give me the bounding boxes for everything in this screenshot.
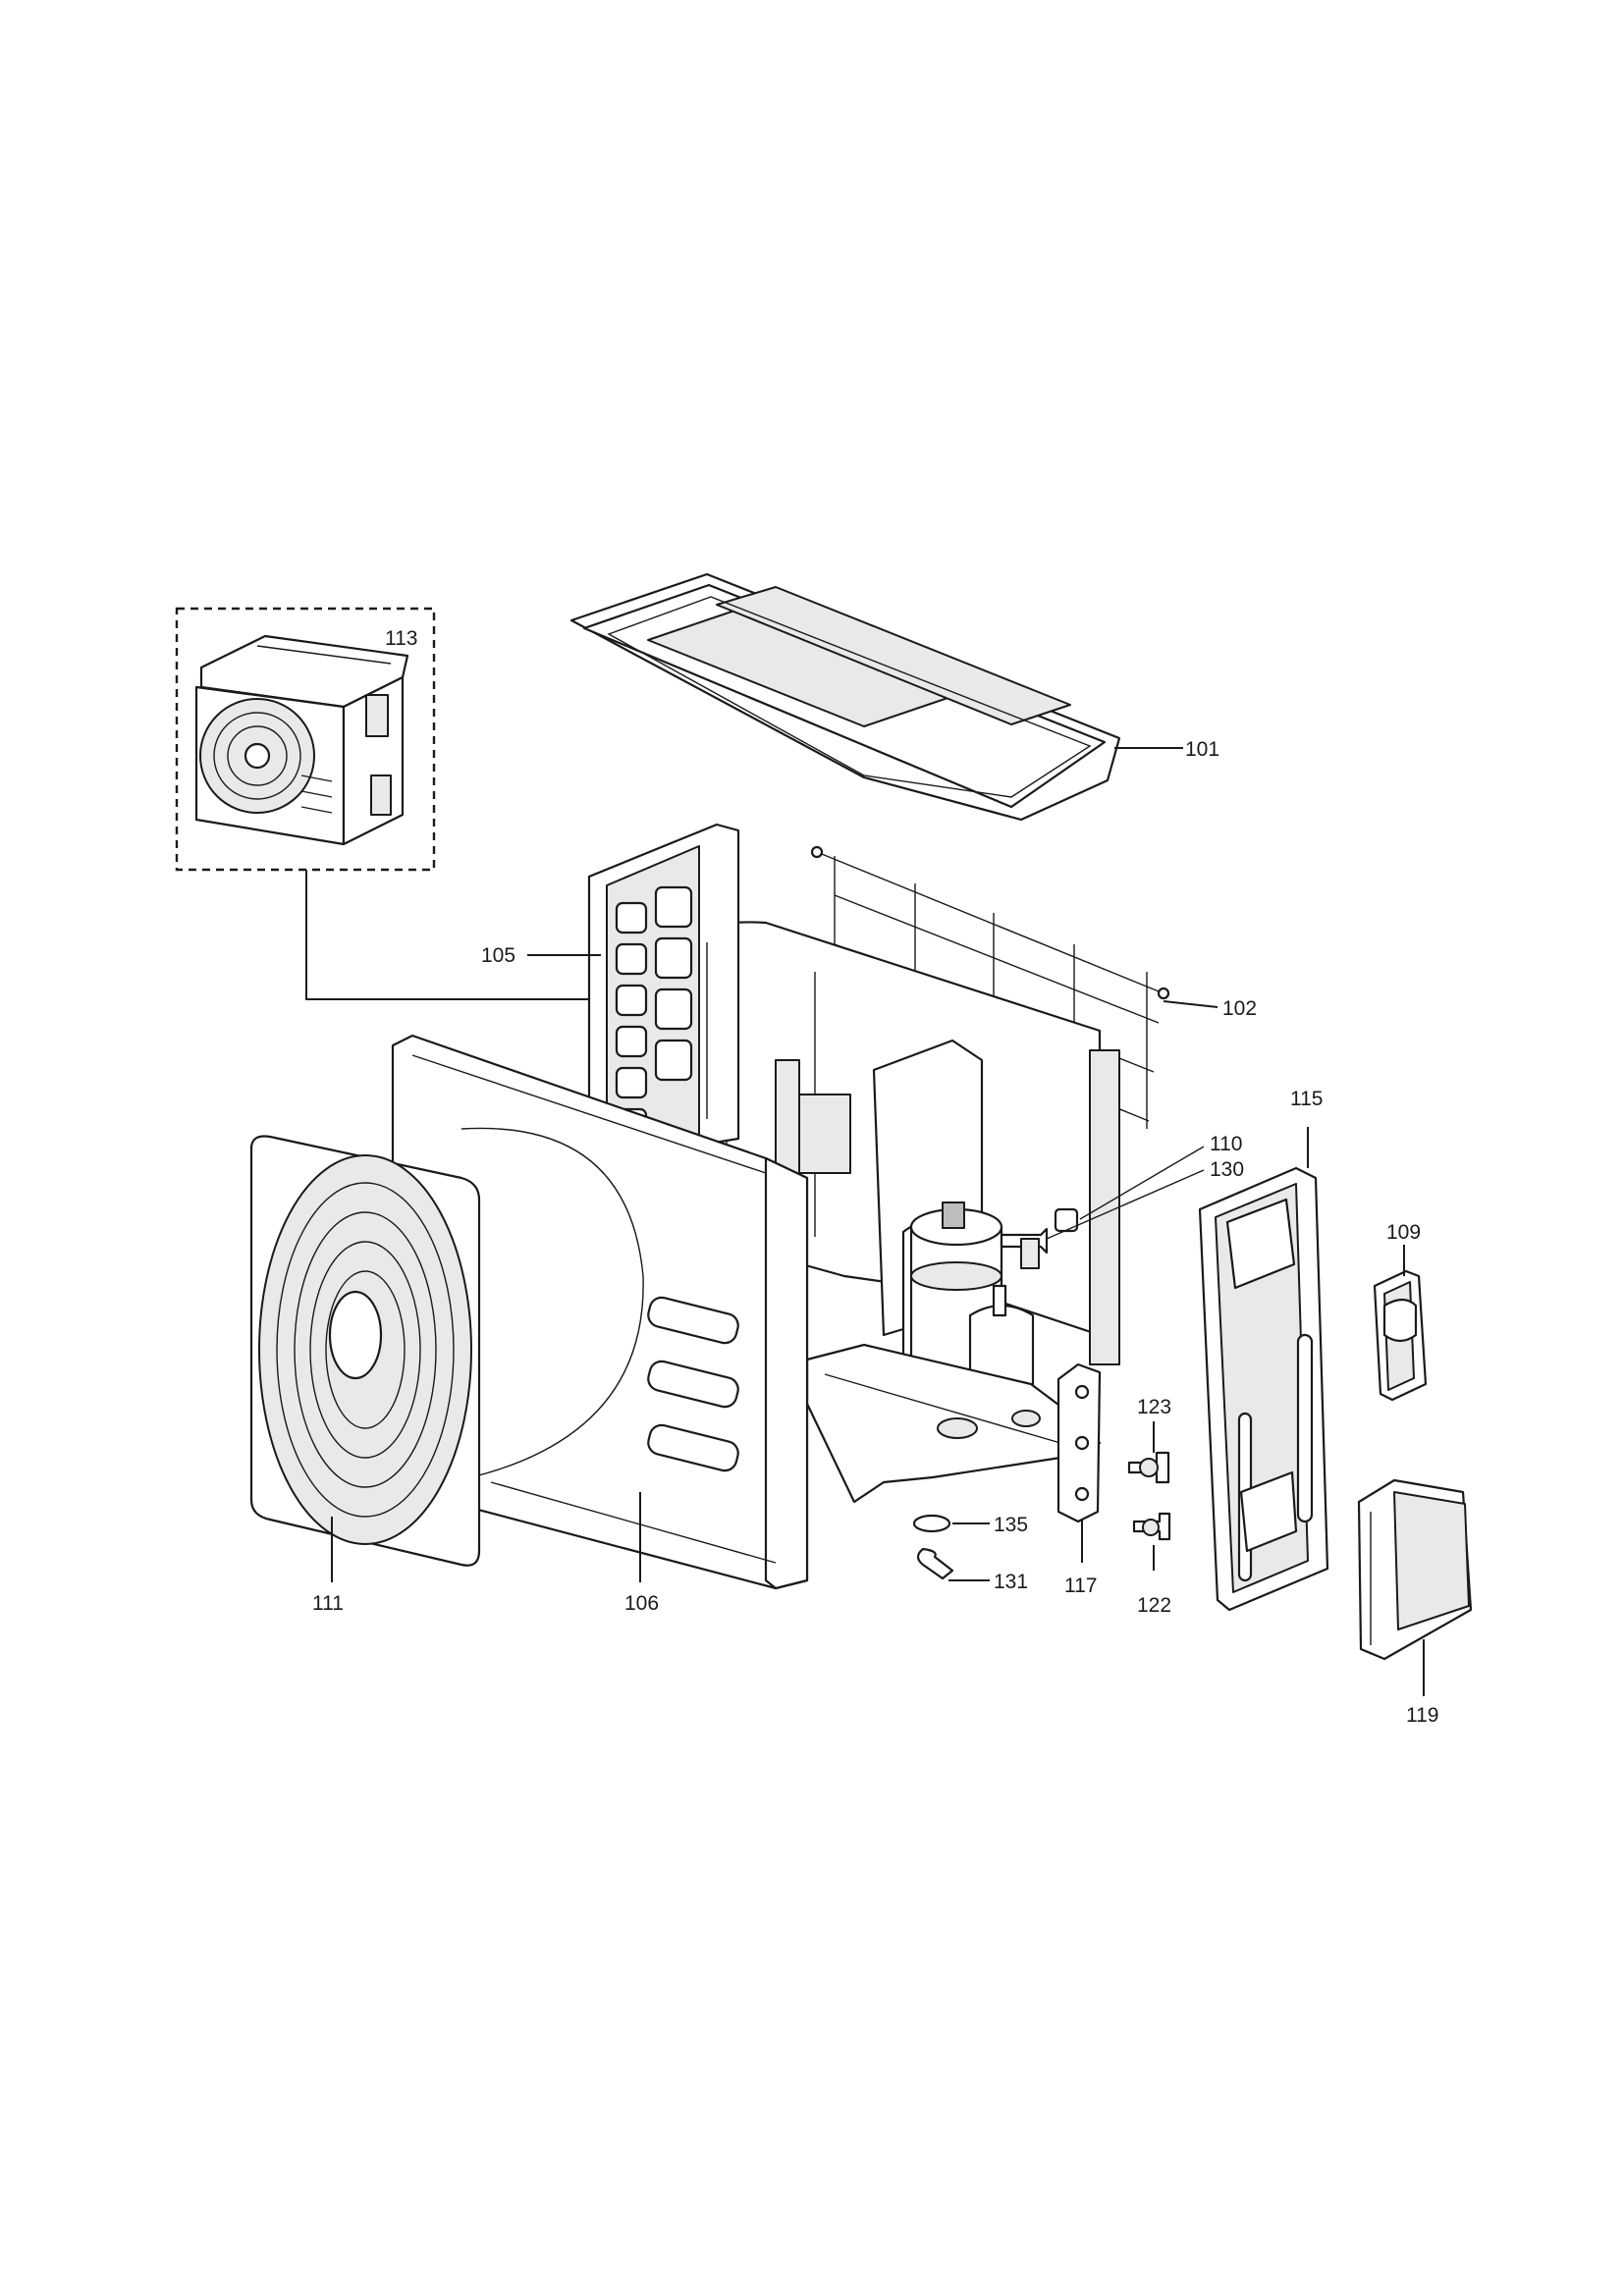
callout-111: 111 bbox=[312, 1592, 344, 1615]
service-valves bbox=[1000, 1207, 1079, 1269]
compressor-bay bbox=[775, 1039, 1102, 1504]
callout-123: 123 bbox=[1137, 1396, 1171, 1418]
assembled-unit-inset bbox=[175, 607, 436, 872]
callout-105: 105 bbox=[481, 944, 515, 967]
callout-122: 122 bbox=[1137, 1594, 1171, 1617]
callout-117: 117 bbox=[1064, 1575, 1097, 1597]
callout-113: 113 bbox=[385, 627, 417, 650]
callout-130: 130 bbox=[1210, 1158, 1244, 1181]
valve-support-bracket bbox=[1056, 1362, 1102, 1523]
callout-101: 101 bbox=[1185, 738, 1219, 761]
callout-110: 110 bbox=[1210, 1133, 1242, 1155]
valve-fittings bbox=[1127, 1451, 1171, 1541]
callout-135: 135 bbox=[994, 1514, 1028, 1536]
callout-115: 115 bbox=[1290, 1088, 1323, 1110]
drain-parts bbox=[912, 1514, 954, 1580]
callout-106: 106 bbox=[624, 1592, 659, 1615]
callout-119: 119 bbox=[1406, 1704, 1438, 1727]
top-cover bbox=[569, 572, 1121, 822]
callout-102: 102 bbox=[1222, 997, 1257, 1020]
valve-cover bbox=[1373, 1269, 1428, 1402]
leader-lines bbox=[331, 747, 1425, 1696]
callout-109: 109 bbox=[1386, 1221, 1421, 1244]
callout-labels: 101 102 105 106 109 110 111 113 115 117 … bbox=[312, 627, 1438, 1727]
front-panel bbox=[391, 1034, 809, 1590]
fan-grille bbox=[249, 1135, 481, 1567]
large-valve-cover bbox=[1357, 1478, 1473, 1661]
left-side-panel bbox=[587, 823, 740, 1160]
right-side-panel bbox=[1198, 1166, 1329, 1612]
callout-131: 131 bbox=[994, 1571, 1028, 1593]
